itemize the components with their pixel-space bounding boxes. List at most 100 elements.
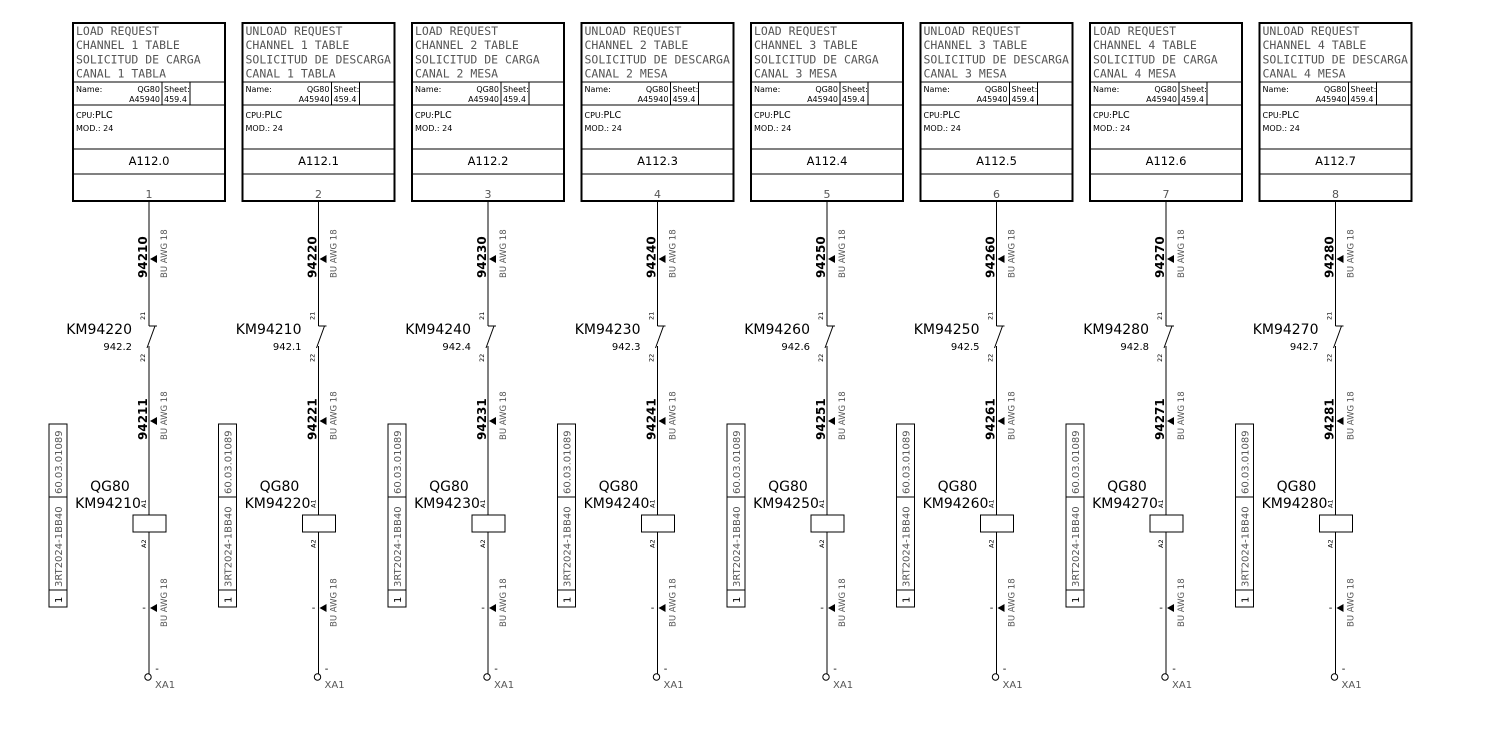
- description-line: SOLICITUD DE DESCARGA: [585, 52, 730, 66]
- plc-address: A112.4: [807, 154, 848, 168]
- description-line: CHANNEL 3 TABLE: [924, 38, 1028, 52]
- wire-gauge: BU AWG 18: [669, 578, 679, 627]
- contact-reference: 942.8: [1120, 342, 1149, 353]
- cpu-value: PLC: [943, 110, 961, 121]
- part-number: 3RT2024-1BB40: [54, 506, 65, 587]
- wire-number: 94211: [136, 398, 150, 440]
- wire-number: 94270: [1153, 236, 1167, 278]
- cpu-label: CPU:: [415, 111, 434, 120]
- coil-terminal: A1: [479, 499, 487, 508]
- sheet-label: Sheet:: [1012, 85, 1038, 94]
- wire-gauge: BU AWG 18: [160, 391, 170, 440]
- part-number: 3RT2024-1BB40: [1241, 506, 1252, 587]
- part-number: 3RT2024-1BB40: [1071, 506, 1082, 587]
- contact-reference: 942.3: [612, 342, 641, 353]
- terminal-circle: [652, 673, 661, 681]
- name-label: Name:: [1263, 85, 1289, 94]
- sheet-value: 459.4: [334, 95, 357, 104]
- sheet-value: 459.4: [1181, 95, 1204, 104]
- wire-gauge: BU AWG 18: [1177, 578, 1187, 627]
- part-label-box: [726, 423, 746, 608]
- contact-symbol: [1333, 325, 1342, 349]
- module-label: MOD.: 24: [924, 124, 961, 133]
- description-line: UNLOAD REQUEST: [246, 24, 343, 38]
- name-tag: QG80: [646, 85, 669, 94]
- contact-reference: 942.1: [273, 342, 302, 353]
- contact-terminal: 22: [309, 354, 317, 362]
- contact-terminal: 21: [987, 312, 995, 320]
- sheet-label: Sheet:: [164, 85, 190, 94]
- wire-gauge: BU AWG 18: [1008, 229, 1018, 278]
- name-label: Name:: [1093, 85, 1119, 94]
- column-number: 5: [824, 188, 831, 201]
- contact-symbol: [316, 325, 325, 349]
- name-code: A45940: [299, 95, 330, 104]
- wire-number: 94281: [1323, 398, 1337, 440]
- part-label-box: [557, 423, 576, 608]
- cpu-label: CPU:: [1093, 111, 1112, 120]
- terminal-label: XA1: [155, 680, 175, 691]
- part-code: 60.03.01089: [1241, 430, 1252, 494]
- relay-coil: [810, 514, 845, 533]
- part-label-box: [48, 423, 68, 608]
- name-code: A45940: [638, 95, 669, 104]
- wire-minus: -: [651, 603, 655, 614]
- wire-arrow: [319, 417, 327, 425]
- contact-terminal: 22: [648, 354, 656, 362]
- sheet-value: 459.4: [673, 95, 696, 104]
- wire-arrow: [1167, 417, 1174, 425]
- contact-symbol: [1163, 325, 1173, 349]
- wire-gauge: BU AWG 18: [330, 391, 340, 440]
- cpu-label: CPU:: [76, 111, 95, 120]
- plc-address: A112.6: [1146, 154, 1187, 168]
- wire-number: 94221: [306, 398, 320, 440]
- contact-terminal: 21: [648, 312, 656, 320]
- description-line: CANAL 2 MESA: [585, 67, 668, 81]
- wire-minus: -: [1159, 603, 1163, 614]
- part-number: 3RT2024-1BB40: [902, 506, 913, 587]
- column-number: 2: [315, 188, 322, 201]
- part-code: 60.03.01089: [902, 430, 913, 494]
- terminal-label: XA1: [494, 680, 514, 691]
- relay-coil: [302, 514, 336, 533]
- contact-reference: 942.2: [103, 342, 132, 353]
- contact-terminal: 22: [1156, 354, 1164, 362]
- relay-coil: [980, 514, 1014, 533]
- description-line: CANAL 2 MESA: [415, 67, 498, 81]
- part-number: 3RT2024-1BB40: [732, 506, 743, 587]
- sheet-label: Sheet:: [842, 85, 868, 94]
- part-label-box: [1235, 423, 1254, 608]
- sheet-label: Sheet:: [1351, 85, 1377, 94]
- wire-arrow: [319, 604, 327, 612]
- wire-arrow: [658, 255, 666, 263]
- wire-arrow: [828, 604, 835, 612]
- contact-reference: 942.6: [781, 342, 810, 353]
- contact-device: KM94240: [405, 322, 471, 338]
- part-code: 60.03.01089: [54, 430, 65, 494]
- contact-terminal: 22: [817, 354, 825, 362]
- sheet-value: 459.4: [164, 95, 187, 104]
- relay-coil: [1149, 514, 1184, 533]
- sheet-label: Sheet:: [673, 85, 699, 94]
- wire-gauge: BU AWG 18: [1177, 229, 1187, 278]
- name-tag: QG80: [815, 85, 838, 94]
- cpu-label: CPU:: [585, 111, 604, 120]
- contact-device: KM94210: [236, 322, 302, 338]
- terminal-label: XA1: [664, 680, 684, 691]
- wire-number: 94230: [475, 236, 489, 278]
- wire-arrow: [1167, 255, 1174, 263]
- description-line: SOLICITUD DE CARGA: [1093, 52, 1218, 66]
- wire-number: 94241: [645, 398, 659, 440]
- part-code: 60.03.01089: [563, 430, 574, 494]
- wire-gauge: BU AWG 18: [669, 391, 679, 440]
- part-label-box: [896, 423, 915, 608]
- module-label: MOD.: 24: [246, 124, 283, 133]
- part-count: 1: [902, 597, 913, 603]
- coil-terminal: A2: [310, 539, 318, 548]
- description-line: SOLICITUD DE DESCARGA: [924, 52, 1069, 66]
- module-label: MOD.: 24: [585, 124, 622, 133]
- wire-gauge: BU AWG 18: [1008, 391, 1018, 440]
- name-tag: QG80: [137, 85, 160, 94]
